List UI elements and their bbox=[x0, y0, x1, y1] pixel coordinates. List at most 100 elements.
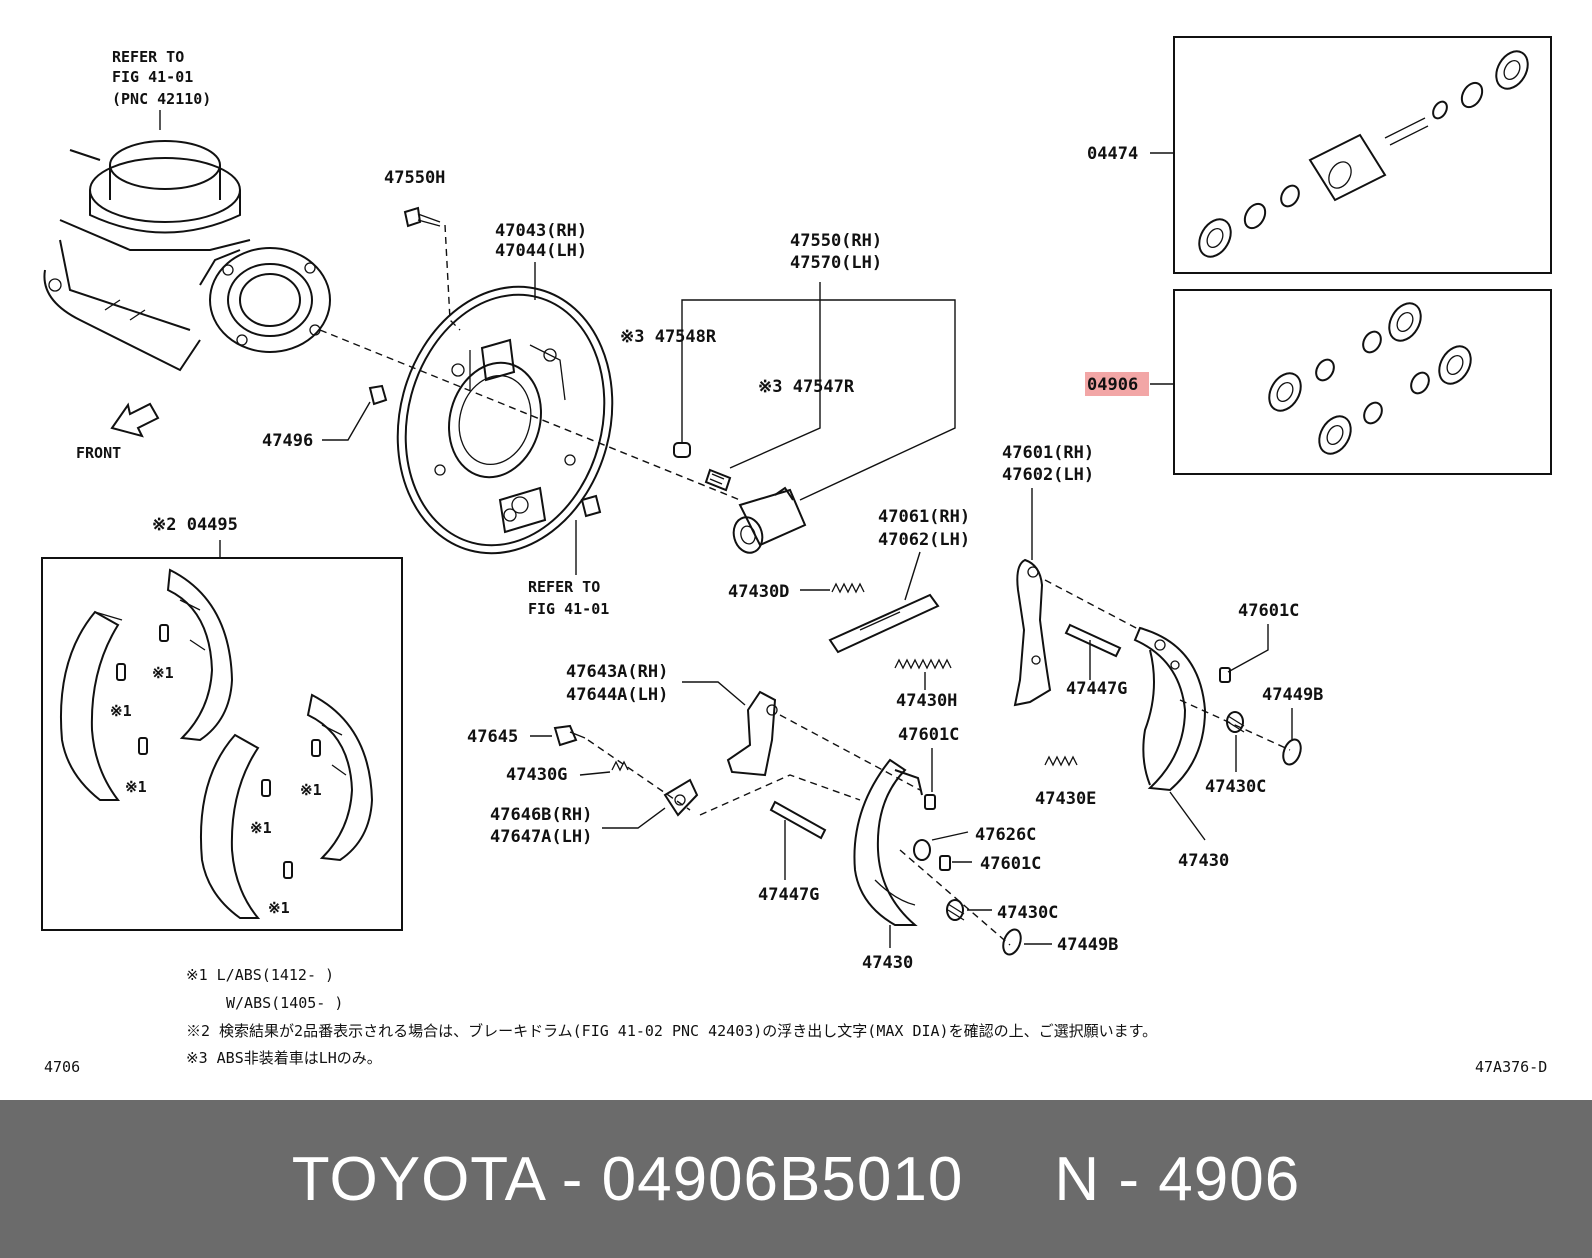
adjuster-47646b-icon bbox=[663, 778, 699, 817]
cap-47548r-icon bbox=[673, 442, 691, 458]
label-47044: 47044(LH) bbox=[495, 241, 587, 261]
wheel-cylinder-icon bbox=[732, 486, 807, 554]
label-47626c: 47626C bbox=[975, 825, 1036, 845]
lever-47601-icon bbox=[1013, 558, 1052, 707]
label-47570: 47570(LH) bbox=[790, 253, 882, 273]
washer-47626c-icon bbox=[913, 839, 931, 861]
label-47430h: 47430H bbox=[896, 691, 957, 711]
brake-parts-diagram: REFER TO FIG 41-01 (PNC 42110) FRONT 475… bbox=[41, 36, 1552, 1076]
pin-47447g-left-icon bbox=[769, 800, 827, 840]
note-1b: W/ABS(1405- ) bbox=[226, 994, 343, 1012]
leader-47626c bbox=[931, 831, 969, 841]
bleeder-47547r-icon bbox=[704, 468, 732, 492]
svg-text:FIG 41-01: FIG 41-01 bbox=[528, 600, 609, 618]
spring-47430c-left-icon bbox=[946, 899, 965, 921]
leader-47601c-right bbox=[1227, 624, 1269, 673]
label-47043: 47043(RH) bbox=[495, 221, 587, 241]
leader-47061 bbox=[904, 551, 921, 601]
leader-47430-right bbox=[1169, 791, 1206, 841]
label-47061: 47061(RH) bbox=[878, 507, 970, 527]
bolt-refer-mid-icon bbox=[580, 494, 602, 518]
bracket-47550 bbox=[681, 299, 956, 501]
note-2: ※2 検索結果が2品番表示される場合は、ブレーキドラム(FIG 41-02 PN… bbox=[186, 1022, 1157, 1040]
nut-47496-icon bbox=[368, 384, 388, 406]
leader-47430g bbox=[579, 771, 611, 776]
label-47430-right: 47430 bbox=[1178, 851, 1229, 871]
strut-47061-icon bbox=[828, 593, 940, 654]
label-47430e: 47430E bbox=[1035, 789, 1096, 809]
spring-47430g-icon bbox=[611, 760, 629, 772]
clip-47601c-right-icon bbox=[1219, 667, 1231, 683]
label-47601c-low: 47601C bbox=[980, 854, 1041, 874]
label-04474: 04474 bbox=[1087, 144, 1138, 164]
label-04906: 04906 bbox=[1087, 375, 1138, 395]
label-47601: 47601(RH) bbox=[1002, 443, 1094, 463]
label-47645: 47645 bbox=[467, 727, 518, 747]
label-47062: 47062(LH) bbox=[878, 530, 970, 550]
bolt-47550h-icon bbox=[403, 206, 441, 228]
leader-47496 bbox=[322, 401, 371, 441]
refer-top-label: REFER TO FIG 41-01 (PNC 42110) bbox=[112, 48, 211, 108]
label-47550h: 47550H bbox=[384, 168, 445, 188]
kit-04906-box bbox=[1173, 289, 1552, 475]
note-1a: ※1 L/ABS(1412- ) bbox=[186, 966, 334, 984]
kit-04495-box bbox=[41, 557, 403, 931]
lever-dash bbox=[1044, 579, 1141, 631]
highlight-04906 bbox=[1085, 372, 1149, 396]
pin-47645-icon bbox=[553, 724, 586, 747]
pin-47447g-right-icon bbox=[1064, 623, 1122, 658]
mark1-b: ※1 bbox=[110, 702, 132, 720]
label-47430c-left: 47430C bbox=[997, 903, 1058, 923]
cup-47449b-right-icon bbox=[1282, 738, 1302, 766]
left-shoe-dash bbox=[899, 849, 1011, 946]
adjuster-dash-2 bbox=[699, 774, 861, 816]
kit-04495-clips bbox=[116, 624, 321, 879]
mark1-c: ※1 bbox=[125, 778, 147, 796]
label-47447g-left: 47447G bbox=[758, 885, 819, 905]
kit-04474-parts bbox=[1198, 50, 1529, 258]
label-47643a: 47643A(RH) bbox=[566, 662, 668, 682]
shoe-47430-right-icon bbox=[1133, 626, 1207, 792]
cup-47449b-left-icon bbox=[1002, 928, 1022, 956]
axle-housing bbox=[43, 140, 331, 372]
mark1-d: ※1 bbox=[300, 781, 322, 799]
label-47430-left: 47430 bbox=[862, 953, 913, 973]
label-47646b: 47646B(RH) bbox=[490, 805, 592, 825]
label-47547r: ※3 47547R bbox=[758, 377, 855, 397]
shoe-47430-left-icon bbox=[853, 758, 923, 926]
lever-43a-dash bbox=[779, 714, 921, 791]
svg-text:REFER TO: REFER TO bbox=[528, 578, 600, 596]
label-47449b-left: 47449B bbox=[1057, 935, 1118, 955]
spring-47430e-icon bbox=[1044, 755, 1078, 767]
clip-47601c-mid-icon bbox=[924, 794, 936, 810]
label-47601c-mid: 47601C bbox=[898, 725, 959, 745]
corner-right-code: 47A376-D bbox=[1475, 1058, 1547, 1076]
label-47430g: 47430G bbox=[506, 765, 567, 785]
backing-plate bbox=[396, 285, 614, 555]
footer-bar: TOYOTA - 04906B5010 N - 4906 bbox=[0, 1100, 1592, 1258]
lever-47643a-icon bbox=[726, 690, 778, 777]
label-47644a: 47644A(LH) bbox=[566, 685, 668, 705]
spring-47430d-icon bbox=[831, 582, 865, 594]
leader-47643a bbox=[682, 681, 746, 706]
label-47602: 47602(LH) bbox=[1002, 465, 1094, 485]
mark1-a: ※1 bbox=[152, 664, 174, 682]
label-47447g-right: 47447G bbox=[1066, 679, 1127, 699]
label-47430d: 47430D bbox=[728, 582, 789, 602]
front-label: FRONT bbox=[76, 444, 121, 462]
svg-text:(PNC 42110): (PNC 42110) bbox=[112, 90, 211, 108]
label-47647a: 47647A(LH) bbox=[490, 827, 592, 847]
kit-04474-box bbox=[1173, 36, 1552, 274]
label-47496: 47496 bbox=[262, 431, 313, 451]
adjuster-dash bbox=[587, 739, 691, 811]
front-arrow-icon bbox=[110, 402, 160, 438]
svg-text:FIG 41-01: FIG 41-01 bbox=[112, 68, 193, 86]
svg-text:REFER TO: REFER TO bbox=[112, 48, 184, 66]
label-47430c-right: 47430C bbox=[1205, 777, 1266, 797]
kit-04906-parts bbox=[1268, 302, 1472, 455]
kit-04495-shoes bbox=[59, 568, 374, 919]
corner-left-code: 4706 bbox=[44, 1058, 80, 1076]
note-3: ※3 ABS非装着車はLHのみ。 bbox=[186, 1049, 382, 1067]
leader-47646b bbox=[602, 807, 666, 829]
label-04495: ※2 04495 bbox=[152, 515, 238, 535]
